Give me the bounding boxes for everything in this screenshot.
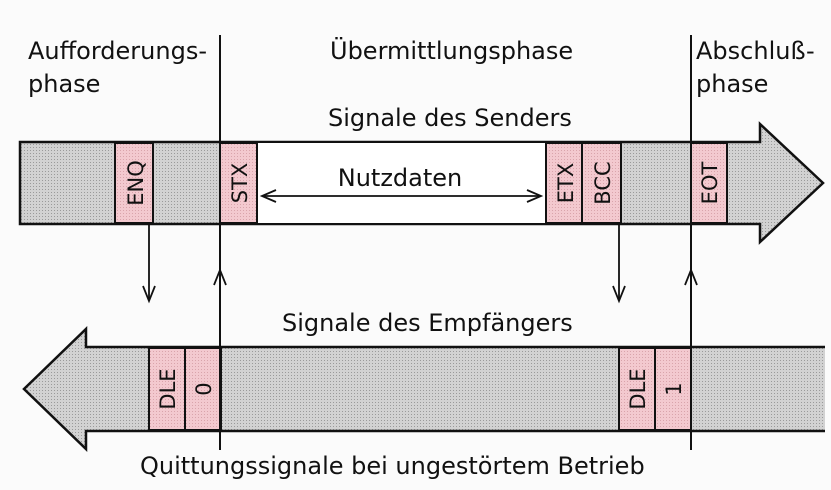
phase-left-line1: Aufforderungs-: [28, 37, 207, 65]
stx-block: [219, 142, 258, 224]
etx-label: ETX: [554, 163, 578, 203]
signal-arrows: [142, 224, 698, 347]
stx-label: STX: [228, 163, 252, 204]
dle-block-2: [618, 347, 656, 431]
receiver-blocks: [148, 347, 692, 431]
footer-caption: Quittungssignale bei ungestörtem Betrieb: [140, 452, 645, 480]
dle-label-2: DLE: [626, 368, 650, 409]
payload-arrow: [259, 189, 544, 203]
dle-block-1: [148, 347, 186, 431]
bcc-label: BCC: [591, 161, 615, 204]
one-label: 1: [662, 382, 686, 395]
etx-block: [545, 142, 583, 224]
enq-label: ENQ: [124, 160, 148, 206]
sender-title: Signale des Senders: [328, 104, 572, 132]
phase-right-line2: phase: [696, 70, 768, 98]
bcc-block: [581, 142, 622, 224]
eot-label: EOT: [698, 162, 722, 205]
payload-label: Nutzdaten: [338, 164, 463, 192]
phase-left-line2: phase: [28, 70, 100, 98]
sender-blocks: [114, 142, 728, 224]
payload-area: [257, 143, 546, 223]
zero-block: [184, 347, 222, 431]
dle-label-1: DLE: [156, 368, 180, 409]
receiver-arrow: [22, 326, 825, 452]
enq-block: [114, 142, 154, 224]
receiver-title: Signale des Empfängers: [282, 309, 573, 337]
one-block: [654, 347, 692, 431]
phase-right-line1: Abschluß-: [696, 37, 815, 65]
zero-label: 0: [192, 382, 216, 395]
phase-middle: Übermittlungsphase: [330, 36, 573, 65]
